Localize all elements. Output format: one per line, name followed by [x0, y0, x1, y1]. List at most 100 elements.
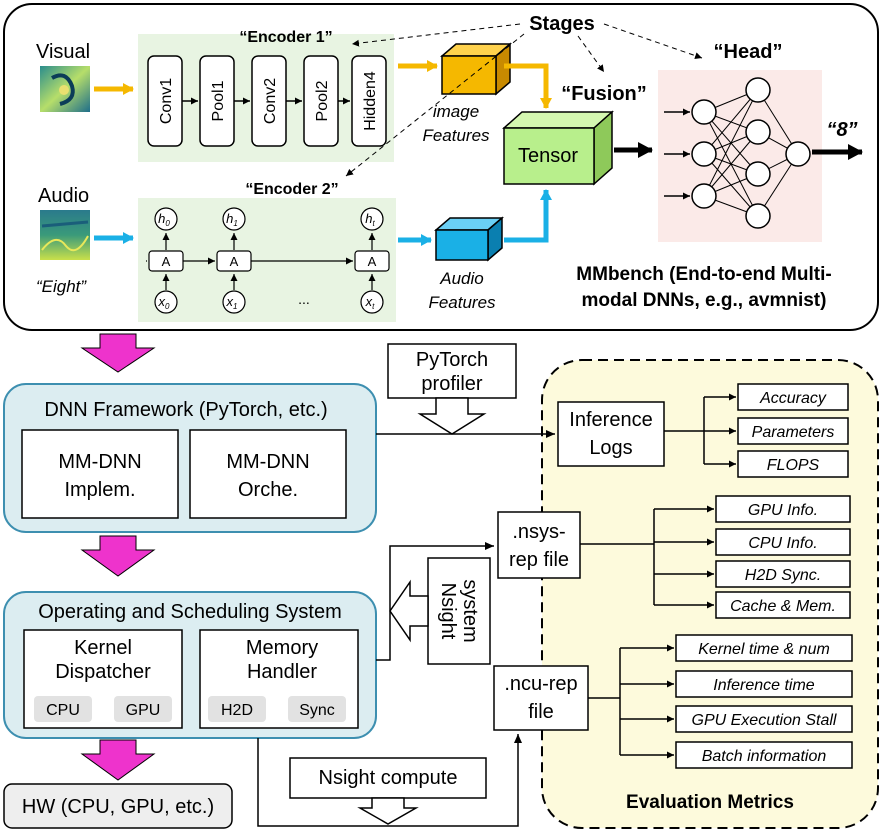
metric-parameters-box: [737, 417, 849, 445]
metric-cache-mem-box: [715, 591, 851, 619]
head-connection: [703, 131, 759, 197]
magenta-arrow-2: [80, 535, 156, 577]
cpu-chip: [34, 696, 92, 722]
image-features-label-1: image: [433, 102, 479, 121]
nsight-system-line-1: Nsight: [437, 583, 459, 640]
head-neuron: [745, 203, 771, 229]
hidden-state-node: [222, 207, 246, 231]
tensor-cube: [502, 110, 614, 186]
metric-h2d-sync-label: H2D Sync.: [745, 567, 821, 584]
metric-gpu-execution-stall-label: GPU Execution Stall: [692, 712, 837, 729]
memory-handler-line-1: Memory: [246, 637, 318, 659]
stages-label: Stages: [529, 13, 595, 35]
head-neuron: [691, 141, 717, 167]
stages-to-encoder2-arrow: [345, 33, 525, 177]
input-node: [360, 290, 384, 314]
pytorch-profiler-line-1: PyTorch: [416, 349, 488, 371]
nsight-compute-down-arrow: [357, 797, 419, 825]
audio-features-label-1: Audio: [439, 269, 483, 288]
head-neuron: [745, 161, 771, 187]
nsight-compute-label: Nsight compute: [319, 767, 458, 789]
metric-cpu-info-box: [715, 528, 851, 556]
magenta-arrow-3: [80, 739, 156, 781]
inference-logs-line-1: Inference: [569, 409, 652, 431]
tensor-label: Tensor: [518, 145, 578, 167]
visual-label: Visual: [36, 41, 90, 63]
head-neuron: [691, 183, 717, 209]
metric-cpu-info-label: CPU Info.: [748, 535, 817, 552]
input-node: [222, 290, 246, 314]
scheduler-to-ncu-line: [257, 734, 522, 827]
rnn-cell-label: A: [162, 254, 171, 269]
image-features-cube: [439, 42, 513, 96]
metric-kernel-time-num-label: Kernel time & num: [698, 641, 830, 658]
h2d-chip-label: H2D: [221, 702, 253, 719]
metric-inference-time-label: Inference time: [713, 677, 814, 694]
visual-digit-image: [40, 66, 90, 112]
nsys-rep-box: [497, 511, 581, 579]
image-to-fusion-arrow: [504, 63, 552, 109]
nsight-system-line-2: system: [459, 579, 481, 642]
metric-accuracy-label: Accuracy: [759, 390, 827, 407]
mm-dnn-orche-box: [189, 429, 347, 519]
hw-box: [3, 783, 233, 829]
metric-h2d-sync-box: [715, 560, 851, 588]
audio-features-label-2: Features: [428, 293, 496, 312]
pytorch-profiler-line-2: profiler: [421, 373, 482, 395]
rnn-cell: [354, 250, 390, 272]
metric-flops-label: FLOPS: [767, 457, 820, 474]
scheduling-system-title: Operating and Scheduling System: [38, 601, 342, 623]
head-connection: [703, 89, 759, 155]
metric-batch-information-label: Batch information: [702, 748, 827, 765]
hidden-state-node: [360, 207, 384, 231]
dnn-framework-title: DNN Framework (PyTorch, etc.): [44, 399, 327, 421]
pytorch-profiler-down-arrow: [417, 397, 487, 435]
layer-pool2-label: Pool2: [314, 80, 331, 121]
metric-gpu-info-box: [715, 495, 851, 523]
metric-flops-box: [737, 450, 849, 478]
layer-conv1-label: Conv1: [158, 78, 175, 124]
kernel-dispatcher-line-2: Dispatcher: [55, 661, 151, 683]
mm-dnn-implem-line-2: Implem.: [64, 479, 135, 501]
memory-handler-line-2: Handler: [247, 661, 317, 683]
metric-gpu-execution-stall-box: [675, 705, 853, 733]
output-label: “8”: [826, 119, 857, 141]
mmbench-caption-1: MMbench (End-to-end Multi-: [576, 264, 831, 285]
inference-logs-line-2: Logs: [589, 437, 632, 459]
rnn-cell-label: A: [368, 254, 377, 269]
stages-to-encoder1-arrow: [351, 23, 521, 47]
eight-quote-label: “Eight”: [36, 277, 87, 296]
nsight-system-left-arrow: [389, 579, 429, 643]
ncu-rep-line-1: .ncu-rep: [504, 673, 577, 695]
evaluation-metrics-title: Evaluation Metrics: [626, 792, 794, 813]
layer-pool1-label: Pool1: [210, 80, 227, 121]
head-neuron: [691, 99, 717, 125]
metric-kernel-time-num-box: [675, 634, 853, 662]
stages-to-fusion-arrow: [577, 35, 605, 73]
input-label: xt: [365, 294, 376, 311]
head-connection: [703, 89, 759, 197]
metric-parameters-label: Parameters: [752, 424, 835, 441]
metric-inference-time-box: [675, 670, 853, 698]
mm-dnn-orche-line-1: MM-DNN: [226, 451, 309, 473]
layer-hidden4-label: Hidden4: [362, 71, 379, 131]
ncu-rep-line-2: file: [528, 701, 554, 723]
head-neuron: [785, 141, 811, 167]
magenta-arrow-1: [80, 333, 156, 373]
gpu-chip-label: GPU: [126, 702, 161, 719]
head-neuron: [745, 77, 771, 103]
input-label: x1: [226, 294, 238, 311]
ncu-rep-box: [493, 665, 589, 731]
audio-label: Audio: [38, 185, 89, 207]
mmbench-caption-2: modal DNNs, e.g., avmnist): [582, 290, 827, 311]
layer-conv2-label: Conv2: [262, 78, 279, 124]
hidden-state-label: ht: [365, 211, 375, 228]
rnn-ellipsis: ...: [298, 291, 310, 307]
head-title: “Head”: [714, 41, 783, 63]
head-neural-network: [664, 77, 811, 229]
audio-features-cube: [433, 216, 505, 262]
mm-dnn-implem-box: [21, 429, 179, 519]
